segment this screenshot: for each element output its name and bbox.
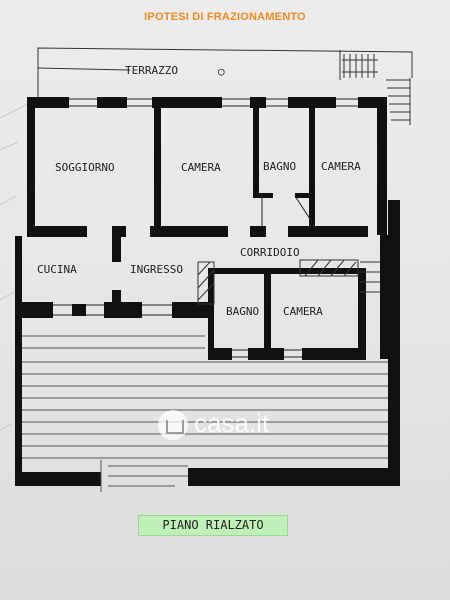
label-corridor: CORRIDOIO [240,246,300,259]
label-entrance: INGRESSO [130,263,183,276]
label-kitchen: CUCINA [37,263,77,276]
watermark-text: casa.it [194,408,270,438]
terrace-outline [37,47,413,97]
label-bedroom-1: CAMERA [181,161,221,174]
label-bedroom-2: CAMERA [321,160,361,173]
floor-label: PIANO RIALZATO [162,518,264,532]
house-icon [158,410,188,440]
label-living: SOGGIORNO [55,161,115,174]
label-bedroom-3: CAMERA [283,305,323,318]
walls [15,97,400,486]
label-bathroom-1: BAGNO [263,160,296,173]
label-terrace: TERRAZZO [125,64,178,77]
hatched-closets [197,259,380,305]
label-terrace-mark: ○ [218,65,225,78]
watermark: casa.it [158,408,298,448]
floor-label-highlight: PIANO RIALZATO [138,515,288,536]
yard-lines [22,335,388,492]
sketch-lines [0,103,29,431]
page-title: IPOTESI DI FRAZIONAMENTO [144,11,306,23]
label-bathroom-2: BAGNO [226,305,259,318]
exterior-stairs [386,78,411,125]
openings [53,98,358,358]
terrace-railing [342,54,378,78]
